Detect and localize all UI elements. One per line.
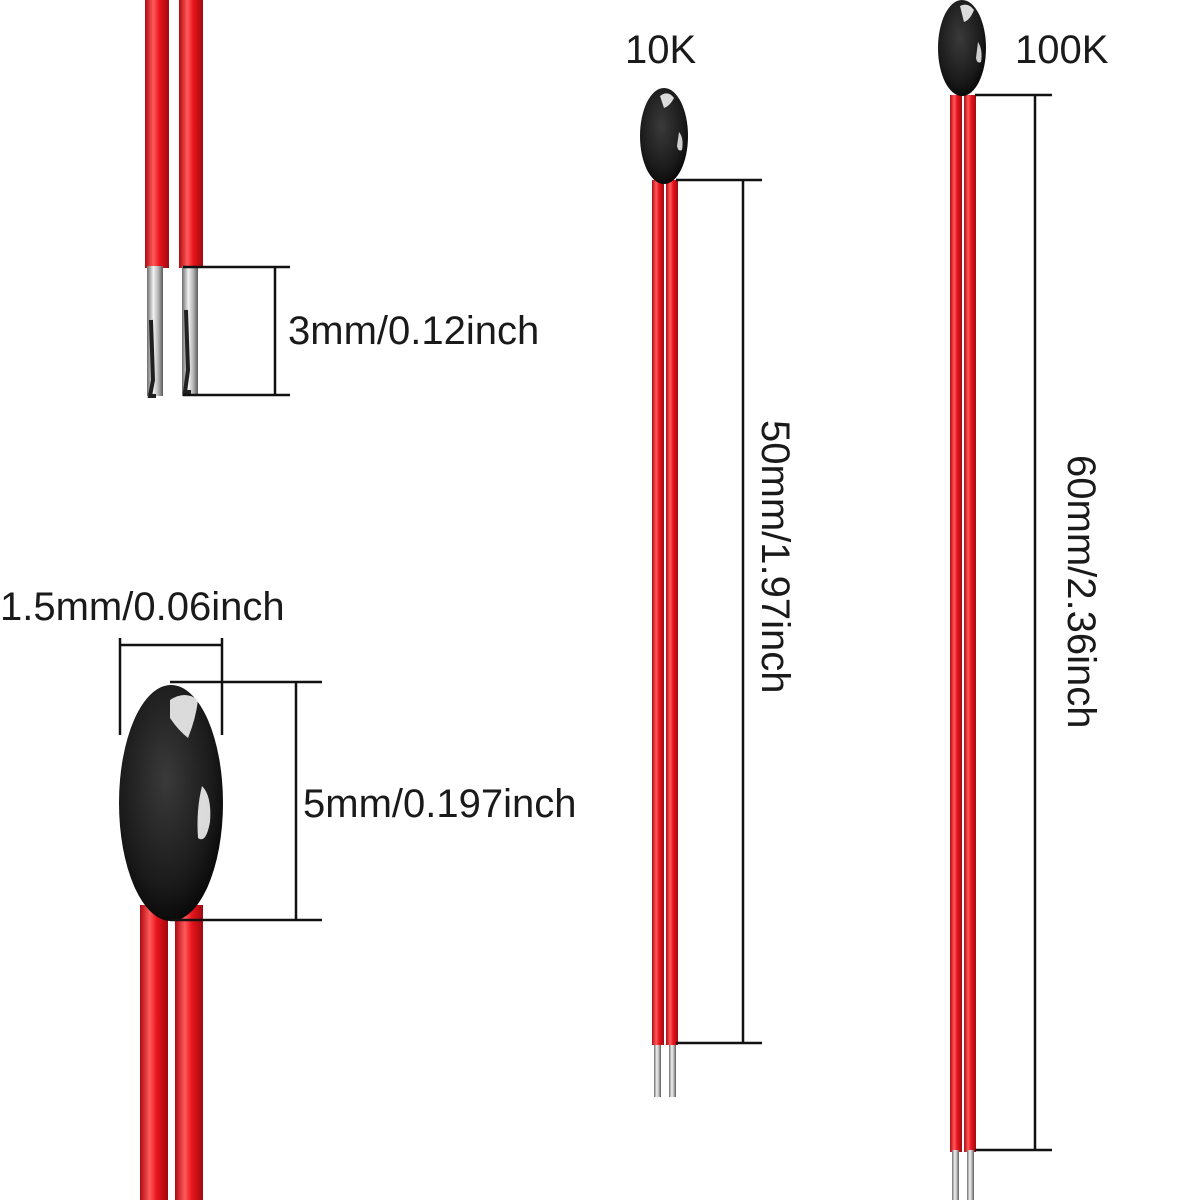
thermistor-10k: 10K 50mm/1.97inch — [625, 28, 797, 1097]
lead-100k-length-label: 60mm/2.36inch — [1059, 455, 1103, 728]
head-glint-side — [197, 786, 211, 840]
100k-head — [938, 0, 986, 96]
closeup-wire-left — [140, 905, 168, 1200]
10k-bare-lead-left — [654, 1045, 661, 1097]
lead-10k-dimension — [676, 178, 762, 1045]
100k-wire-right — [964, 95, 976, 1152]
variant-100k-label: 100K — [1015, 28, 1109, 72]
strip-length-label: 3mm/0.12inch — [288, 309, 539, 353]
lead-100k-dimension — [975, 93, 1052, 1152]
head-glint-top — [170, 695, 198, 738]
closeup-wire-right — [175, 905, 203, 1200]
head-length-dimension — [170, 680, 322, 922]
wire-right — [179, 0, 203, 268]
head-width-label: 1.5mm/0.06inch — [0, 585, 285, 629]
10k-bare-lead-right — [669, 1045, 676, 1097]
bare-lead-shadow-right — [182, 309, 191, 394]
100k-head-glint — [960, 4, 974, 23]
stripped-lead-detail: 3mm/0.12inch — [145, 0, 539, 398]
head-width-dimension — [118, 638, 224, 735]
100k-head-glint-side — [976, 42, 982, 63]
100k-bare-lead-left — [952, 1150, 959, 1200]
head-closeup-detail: 1.5mm/0.06inch 5mm/0.197inch — [0, 585, 576, 1200]
10k-wire-left — [652, 180, 664, 1045]
thermistor-head-large — [119, 685, 223, 921]
10k-head-glint-side — [677, 132, 683, 151]
head-length-label: 5mm/0.197inch — [303, 782, 576, 826]
10k-head-glint — [660, 93, 674, 108]
100k-bare-lead-right — [967, 1150, 974, 1200]
strip-length-dimension — [183, 265, 290, 397]
lead-10k-length-label: 50mm/1.97inch — [753, 420, 797, 693]
bare-lead-right — [182, 266, 198, 396]
thermistor-100k: 100K 60mm/2.36inch — [938, 0, 1109, 1200]
variant-10k-label: 10K — [625, 28, 696, 72]
wire-left — [145, 0, 169, 268]
10k-head — [640, 88, 688, 184]
10k-wire-right — [666, 180, 678, 1045]
100k-wire-left — [950, 95, 962, 1152]
bare-lead-shadow-left — [147, 319, 156, 398]
